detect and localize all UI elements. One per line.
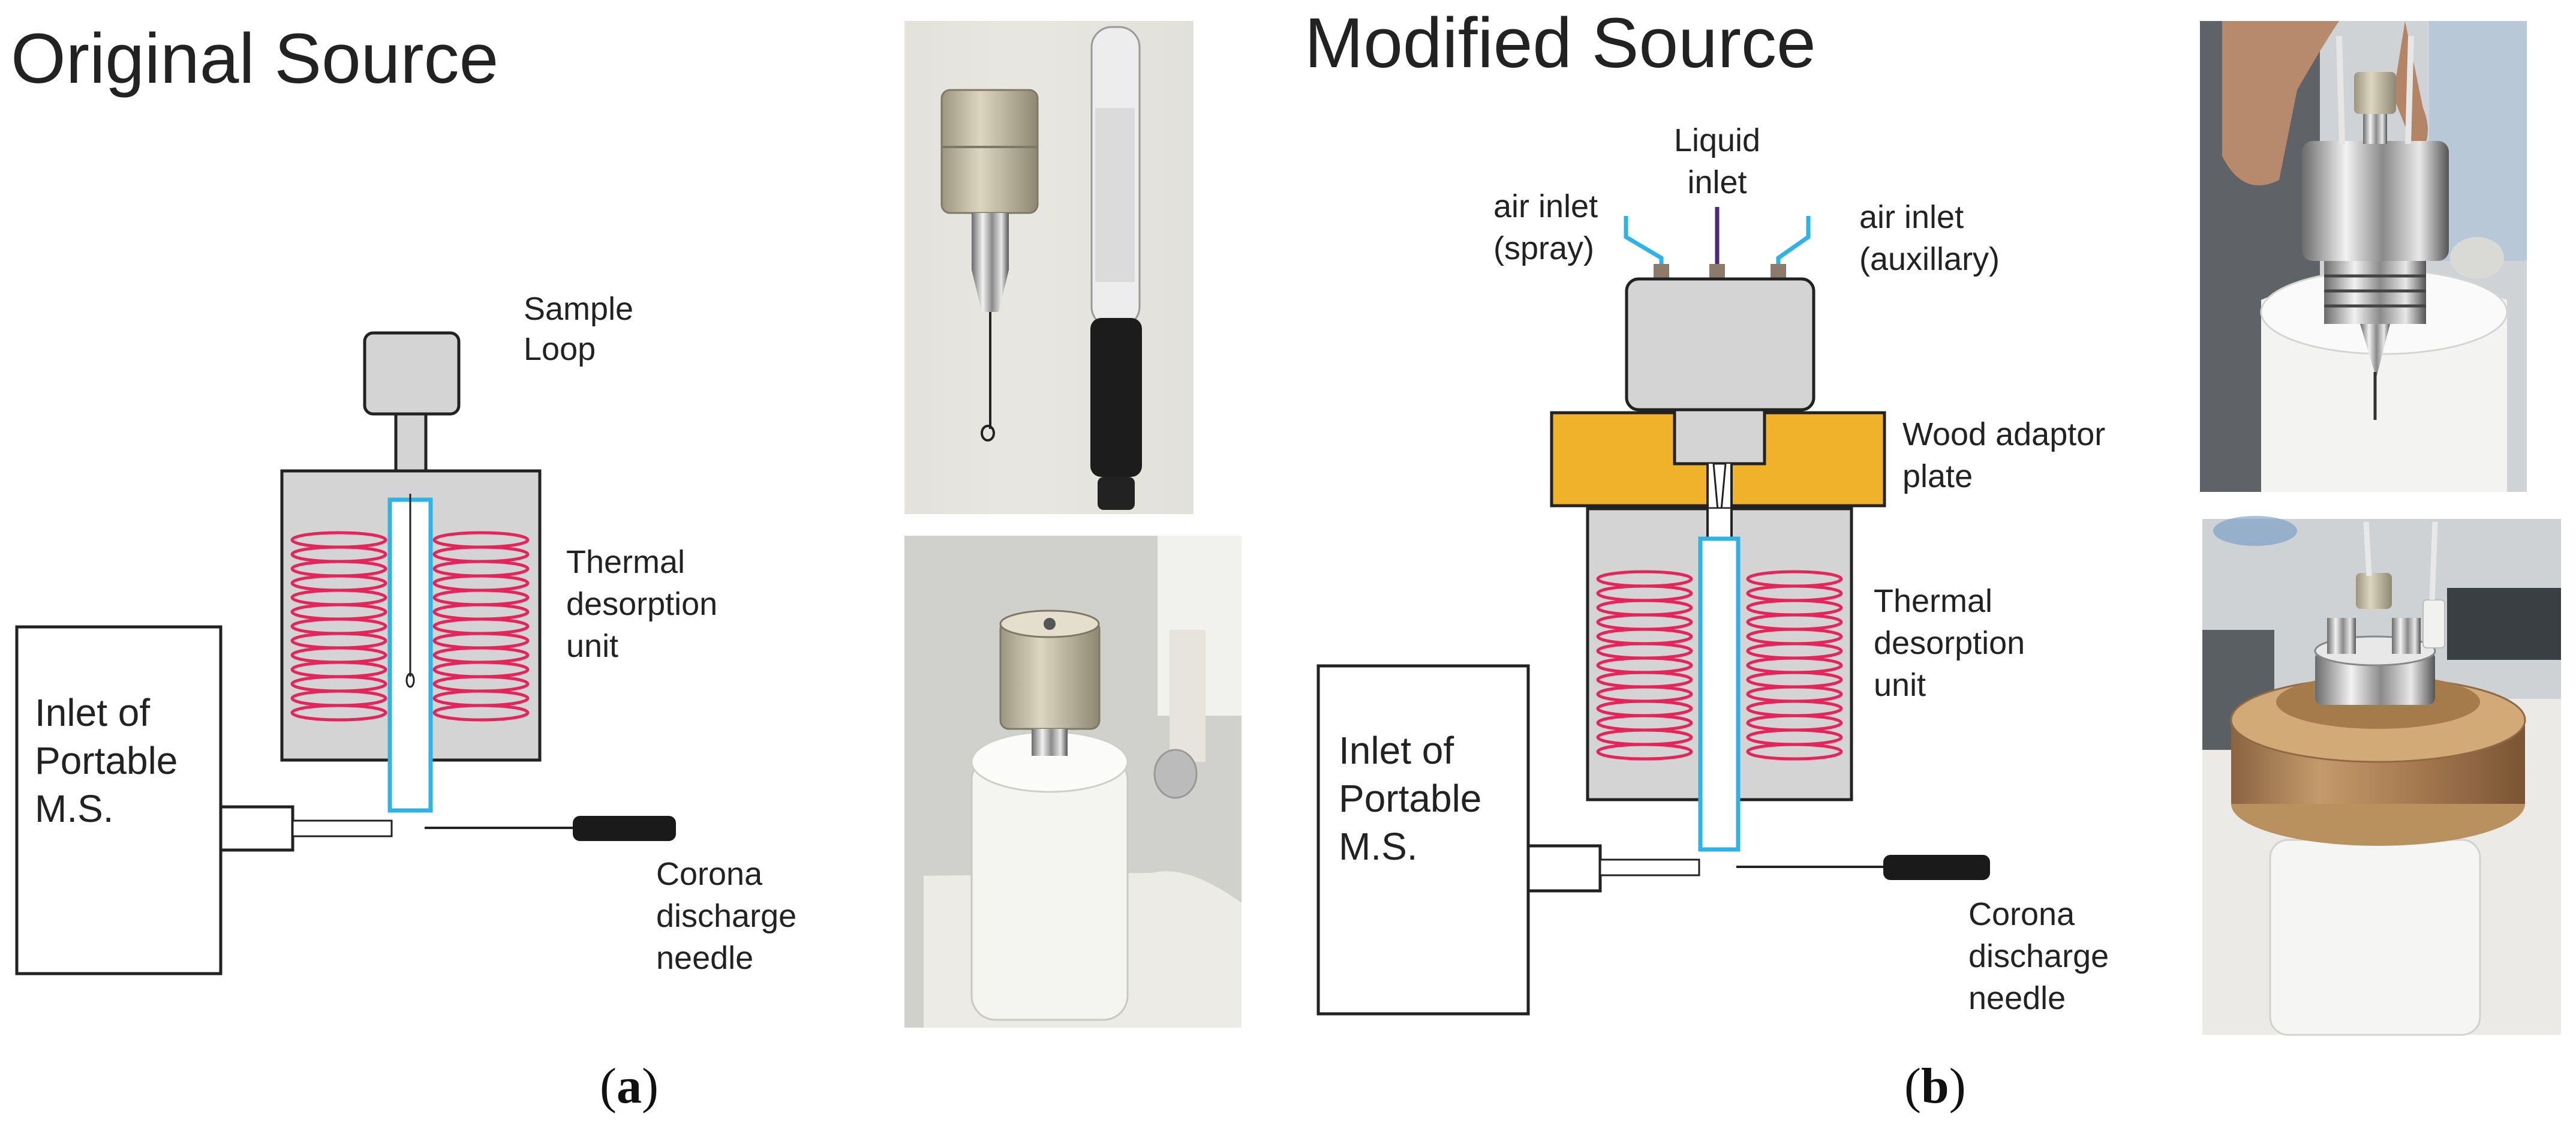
ms-inlet-nozzle-right [1526,844,1602,893]
corona-label-left-2: discharge [656,898,796,934]
corona-label-right-2: discharge [1968,938,2109,974]
liquid-label-2: inlet [1687,164,1747,200]
thermal-label-left-3: unit [566,628,618,664]
desorption-tube-right [1698,536,1741,852]
panel-label-b: (b) [1904,1058,1966,1114]
coil-left-b [432,531,530,722]
right-title: Modified Source [1304,4,1816,83]
sample-loop-stem [394,412,428,473]
ms-inlet-box-left [15,625,223,975]
air-spray-label-2: (spray) [1493,230,1594,266]
wood-label-2: plate [1902,458,1973,494]
wood-label-1: Wood adaptor [1902,416,2105,452]
photo-assembled-on-wood [2202,516,2561,1036]
thermal-label-left-1: Thermal [566,544,685,580]
ms-inlet-capillary-left [291,819,393,837]
sample-wire-loop [405,672,415,688]
corona-needle-handle-left [573,816,676,841]
ms-inlet-label-left-1: Inlet of [35,691,150,734]
coil-turn [432,704,530,722]
coil-left-a [290,531,387,722]
ms-inlet-label-left-3: M.S. [35,787,114,830]
corona-label-right-1: Corona [1968,896,2075,932]
thermal-label-right-2: desorption [1874,625,2025,661]
thermal-label-right-3: unit [1874,667,1926,703]
liquid-label-1: Liquid [1674,122,1760,158]
air-aux-label-1: air inlet [1859,199,1964,235]
sample-loop-box [363,331,461,416]
panel-label-a: (a) [600,1058,659,1114]
air-aux-label-2: (auxillary) [1859,241,2000,277]
ms-inlet-label-right-3: M.S. [1339,825,1418,868]
ms-inlet-box-right [1316,664,1530,1016]
left-diagram: Sample Loop Thermal desorption unit Inle… [15,291,796,976]
corona-label-left-3: needle [656,940,753,976]
coil-turn [1596,743,1693,761]
ms-inlet-label-left-2: Portable [35,739,178,782]
ms-inlet-label-right-1: Inlet of [1339,729,1454,772]
corona-label-left-1: Corona [656,856,763,892]
spray-head-neck [1673,408,1766,466]
corona-needle-handle-right [1883,855,1990,880]
left-title: Original Source [11,19,498,98]
ms-inlet-nozzle-left [219,805,294,852]
thermal-label-left-2: desorption [566,586,717,622]
sample-loop-label-2: Loop [524,331,596,367]
photo-installed-knob [904,536,1242,1028]
coil-right-b [1746,570,1843,761]
thermal-label-right-1: Thermal [1874,583,1992,619]
ms-inlet-label-right-2: Portable [1339,777,1481,820]
photo-spray-head-in-hand [2200,21,2527,492]
photo-sample-loop-and-marker [904,21,1194,514]
spray-head [1625,277,1815,412]
coil-turn [1746,743,1843,761]
right-diagram: Liquid inlet air inlet (spray) air inlet… [1316,122,2109,1016]
coil-turn [290,704,387,722]
ms-inlet-capillary-right [1599,858,1700,876]
corona-label-right-3: needle [1968,980,2066,1016]
air-spray-label-1: air inlet [1493,188,1598,224]
sample-loop-label-1: Sample [524,291,633,327]
coil-right-a [1596,570,1693,761]
